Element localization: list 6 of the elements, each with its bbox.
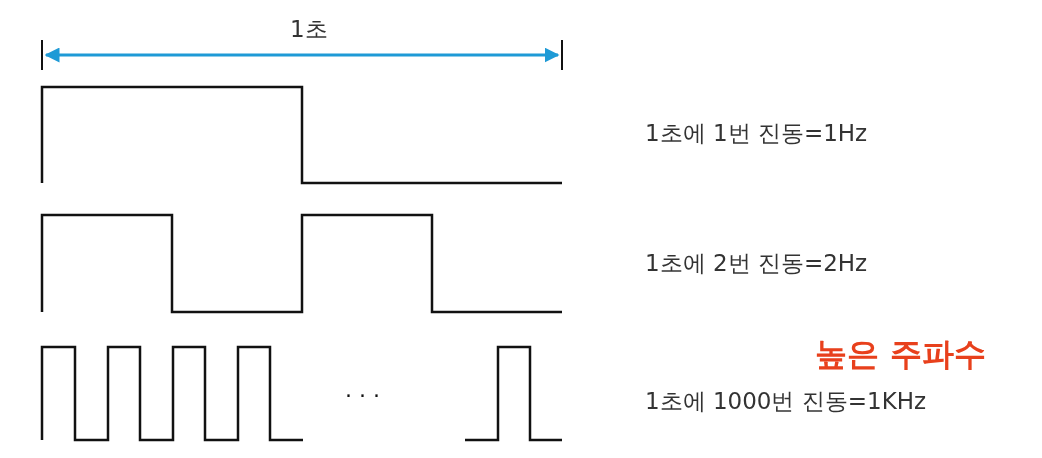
duration-label: 1초 [290,18,328,41]
frequency-label: 1초에 1000번 진동=1KHz [645,390,927,413]
frequency-label: 1초에 1번 진동=1Hz [645,122,868,145]
highlight-label: 높은 주파수 [815,338,987,370]
ellipsis-label: · · · [345,385,380,407]
frequency-label: 1초에 2번 진동=2Hz [645,252,868,275]
